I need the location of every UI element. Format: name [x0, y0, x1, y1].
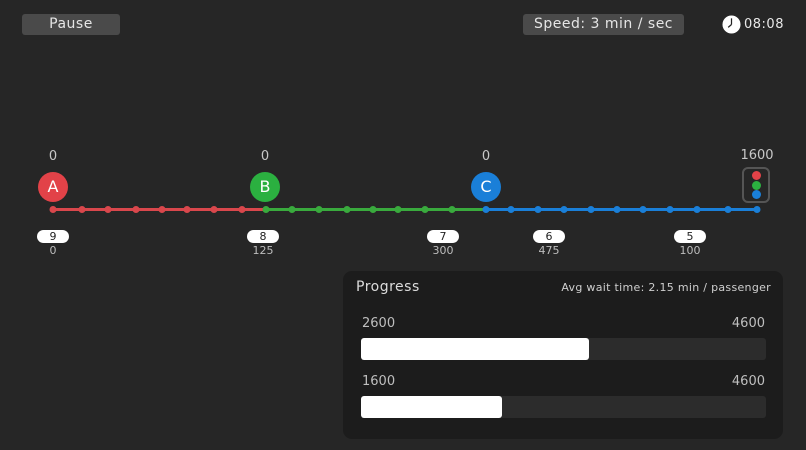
station-b[interactable]: B: [250, 172, 280, 202]
progress-title: Progress: [356, 279, 420, 295]
station-a[interactable]: A: [38, 172, 68, 202]
station-a-count: 0: [48, 149, 58, 164]
progress-bar-1: [361, 338, 766, 360]
stop-dot: [183, 206, 191, 213]
stop-dot: [482, 206, 490, 213]
bus-7-badge[interactable]: 7: [427, 230, 459, 243]
pause-button[interactable]: Pause: [22, 14, 120, 35]
stop-dot: [315, 206, 323, 213]
stop-dot: [369, 206, 377, 213]
progress-bar-2-fill: [361, 396, 502, 418]
bar-1-max: 4600: [731, 316, 765, 331]
progress-panel: Progress Avg wait time: 2.15 min / passe…: [343, 271, 783, 439]
stop-dot: [587, 206, 595, 213]
stop-dot: [132, 206, 140, 213]
bar-1-current: 2600: [362, 316, 396, 331]
bus-5-passengers: 100: [679, 244, 701, 257]
bar-2-current: 1600: [362, 374, 396, 389]
station-c-count: 0: [481, 149, 491, 164]
traffic-light-icon[interactable]: [742, 167, 770, 203]
stop-dot: [210, 206, 218, 213]
bus-9-badge[interactable]: 9: [37, 230, 69, 243]
route-segment-c-depot: [486, 208, 757, 211]
stop-dot: [421, 206, 429, 213]
bus-6-badge[interactable]: 6: [533, 230, 565, 243]
stop-dot: [262, 206, 270, 213]
route-line: 0 A 0 B 0 C 1600 9 0 8 125 7 300 6 475 5…: [37, 148, 774, 257]
clock-time: 08:08: [744, 17, 784, 32]
stop-dot: [288, 206, 296, 213]
speed-indicator[interactable]: Speed: 3 min / sec: [523, 14, 684, 35]
avg-wait-time: Avg wait time: 2.15 min / passenger: [561, 281, 771, 294]
stop-dot: [613, 206, 621, 213]
stop-dot: [394, 206, 402, 213]
stop-dot: [343, 206, 351, 213]
bus-8-passengers: 125: [252, 244, 274, 257]
bus-8-badge[interactable]: 8: [247, 230, 279, 243]
stop-dot: [724, 206, 732, 213]
clock: 08:08: [722, 14, 784, 35]
station-c[interactable]: C: [471, 172, 501, 202]
bus-7-passengers: 300: [432, 244, 454, 257]
bus-9-passengers: 0: [49, 244, 57, 257]
stop-dot: [534, 206, 542, 213]
station-b-count: 0: [260, 149, 270, 164]
stop-dot: [49, 206, 57, 213]
bus-5-badge[interactable]: 5: [674, 230, 706, 243]
stop-dot: [666, 206, 674, 213]
clock-icon: [722, 15, 741, 34]
stop-dot: [238, 206, 246, 213]
progress-bar-1-fill: [361, 338, 589, 360]
stop-dot: [639, 206, 647, 213]
stop-dot: [448, 206, 456, 213]
stop-dot: [693, 206, 701, 213]
stop-dot: [560, 206, 568, 213]
bar-2-max: 4600: [731, 374, 765, 389]
stop-dot: [158, 206, 166, 213]
depot-count: 1600: [740, 148, 774, 163]
stop-dot: [753, 206, 761, 213]
stop-dot: [104, 206, 112, 213]
stop-dot: [78, 206, 86, 213]
progress-bar-2: [361, 396, 766, 418]
stop-dot: [507, 206, 515, 213]
bus-6-passengers: 475: [538, 244, 560, 257]
